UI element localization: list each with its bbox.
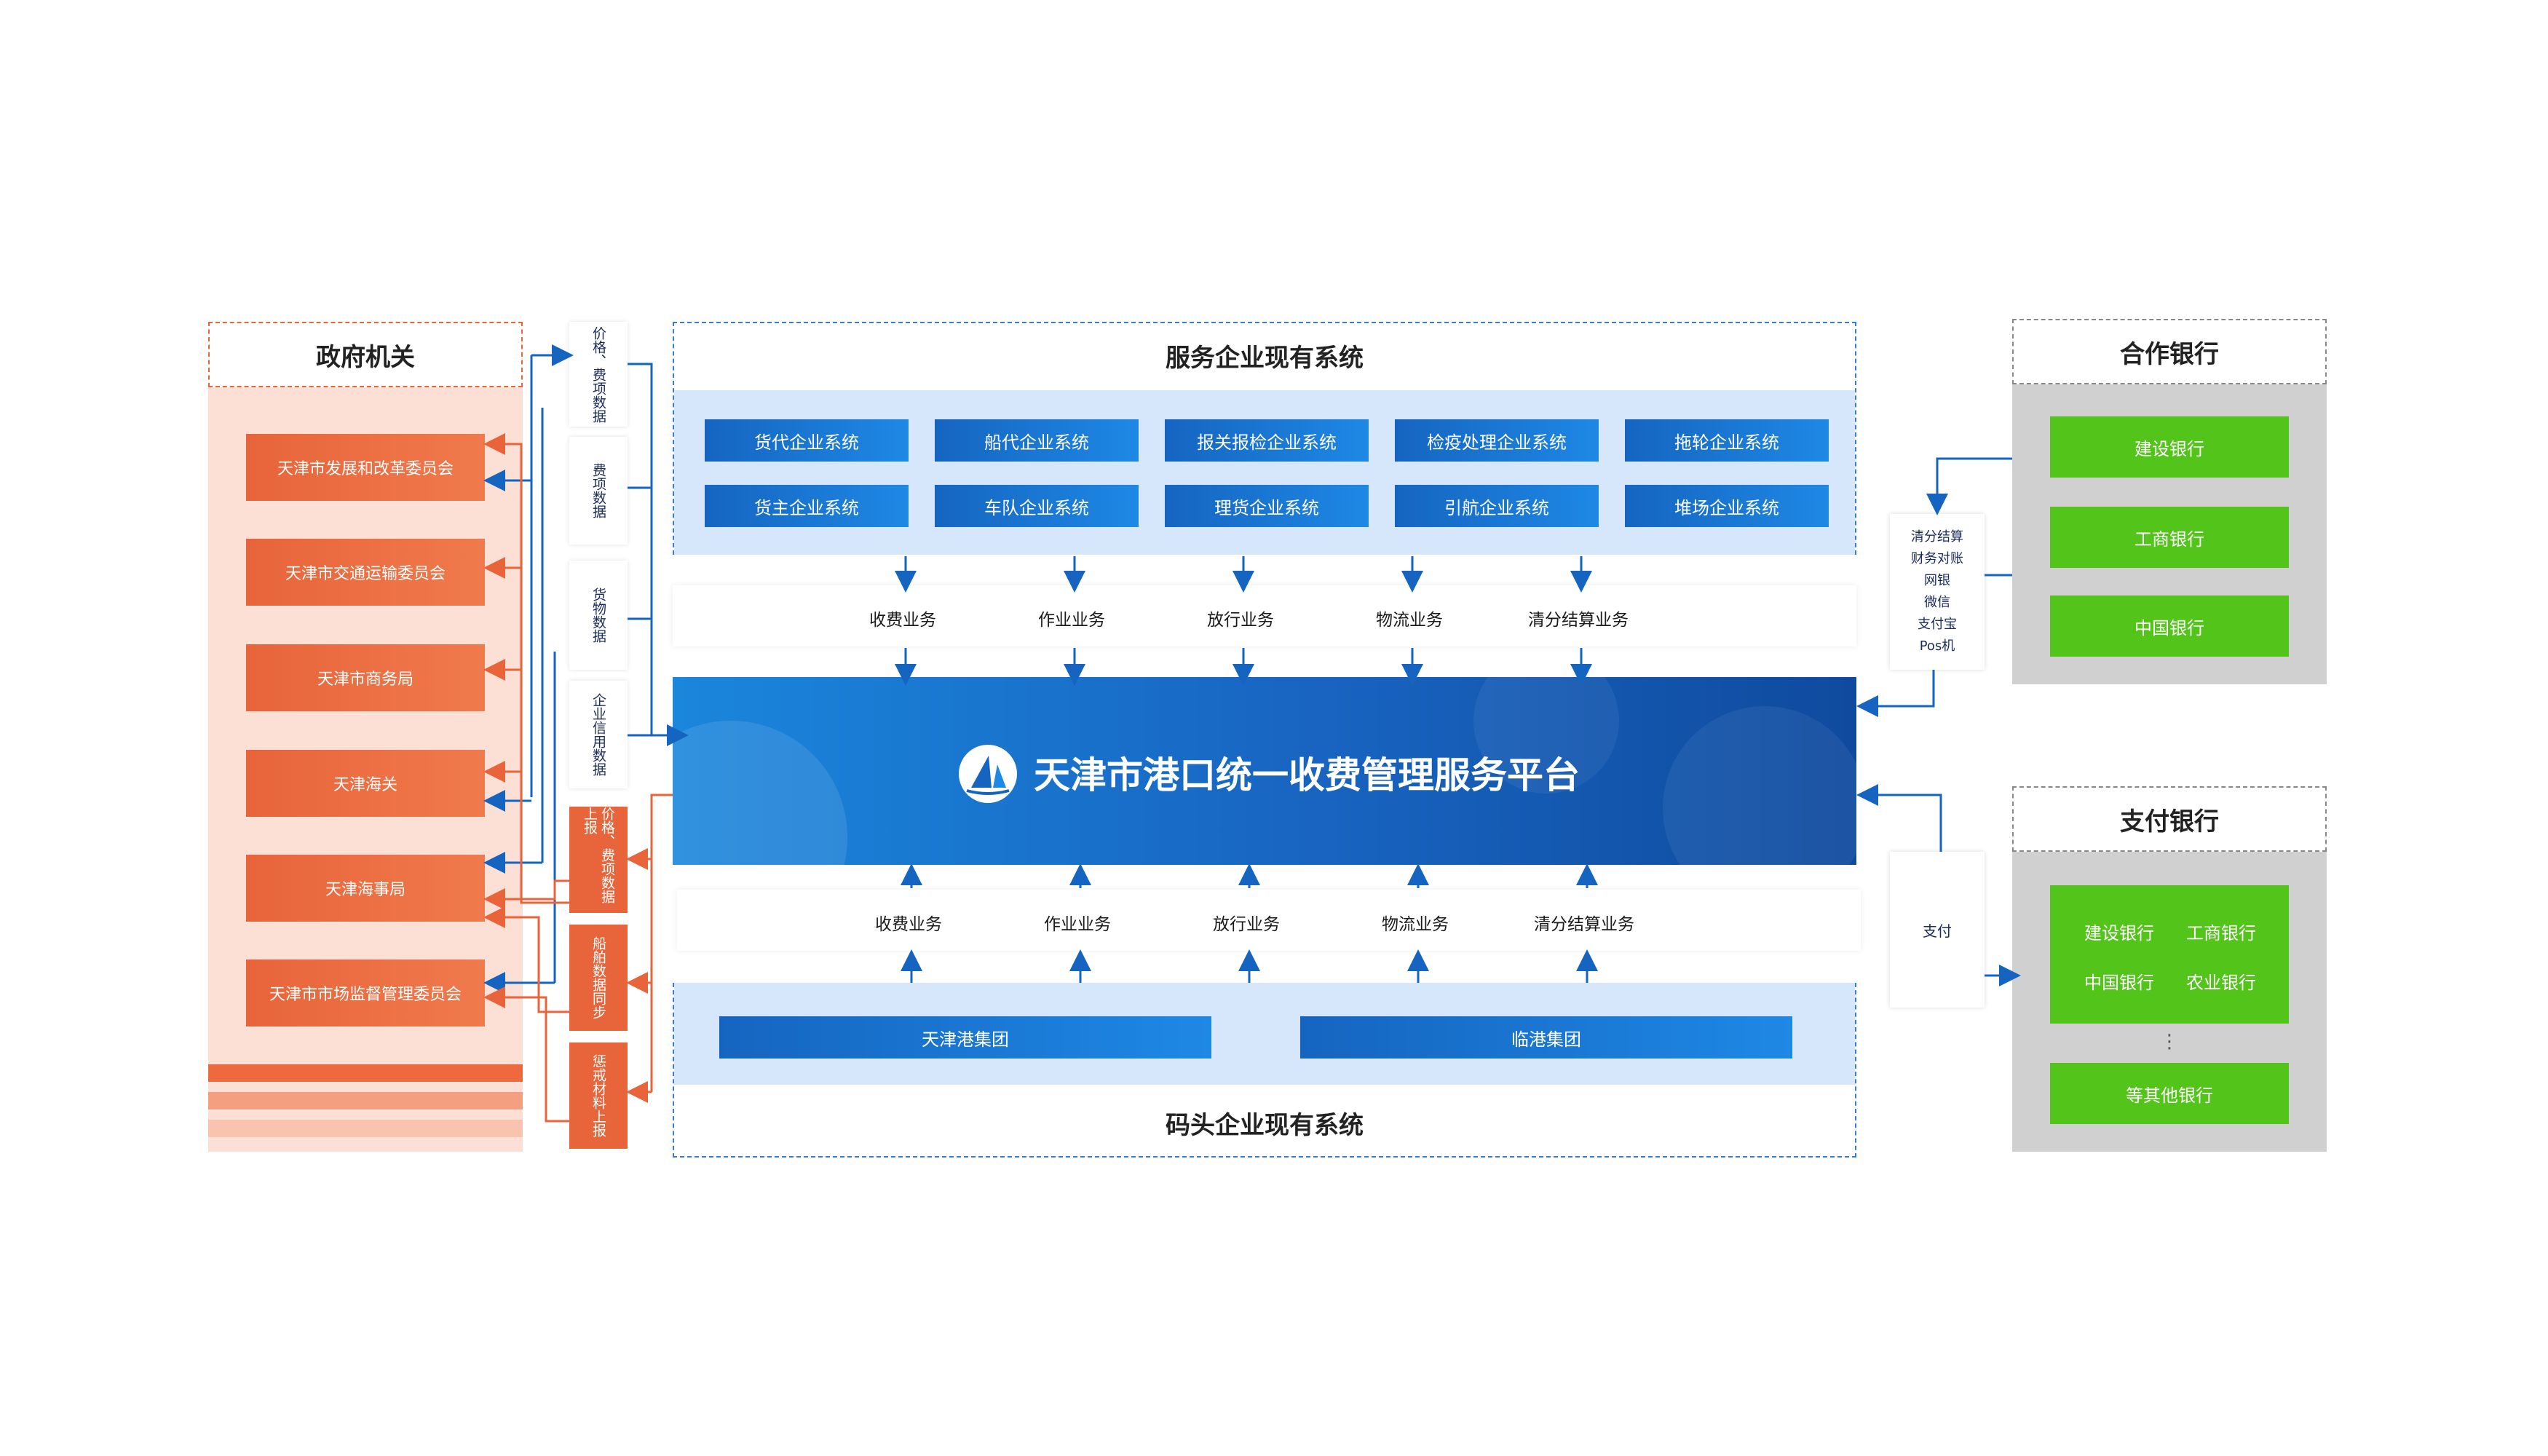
channel-ebank: 网银 [1924,573,1950,588]
sys-baoguan[interactable]: 报关报检企业系统 [1165,419,1369,462]
label-penalty-report: 惩戒材料上报 [569,1042,628,1149]
service-biz-release: 放行业务 [1207,611,1274,630]
service-business-row [673,585,1856,646]
terminal-biz-settlement: 清分结算业务 [1534,915,1634,934]
group-tianjin-port[interactable]: 天津港集团 [719,1016,1211,1059]
service-biz-settlement: 清分结算业务 [1528,611,1629,630]
coop-bank-title: 合作银行 [2012,319,2327,384]
gov-item-haiguan[interactable]: 天津海关 [246,750,485,817]
channel-reconcile: 财务对账 [1911,551,1963,566]
service-systems-panel [674,390,1855,555]
terminal-biz-release: 放行业务 [1213,915,1280,934]
gov-stripe-1 [208,1064,523,1082]
gov-stripe-2 [208,1092,523,1109]
channel-alipay: 支付宝 [1918,617,1957,632]
terminal-biz-logistics: 物流业务 [1382,915,1449,934]
sys-chuandai[interactable]: 船代企业系统 [935,419,1139,462]
pay-bank-boc[interactable]: 中国银行 [2084,973,2154,993]
sys-huozhu[interactable]: 货主企业系统 [705,485,909,527]
sys-tuolun[interactable]: 拖轮企业系统 [1625,419,1829,462]
settlement-channels-box: 清分结算 财务对账 网银 微信 支付宝 Pos机 [1890,514,1985,670]
pay-label: 支付 [1923,922,1952,940]
pay-bank-group [2050,885,2289,1024]
channel-wechat: 微信 [1924,595,1950,610]
label-price-report: 价格、费项数据上报 [569,807,628,913]
gov-item-fagaiwei[interactable]: 天津市发展和改革委员会 [246,434,485,501]
service-frame [673,322,1856,555]
sys-chedui[interactable]: 车队企业系统 [935,485,1139,527]
service-title: 服务企业现有系统 [1166,343,1364,373]
label-price-fee-data: 价格、费项数据 [569,322,628,427]
channel-settlement: 清分结算 [1911,529,1963,545]
label-ship-sync: 船舶数据同步 [569,925,628,1031]
terminal-title: 码头企业现有系统 [1166,1110,1364,1140]
terminal-business-row [677,890,1861,951]
channel-pos: Pos机 [1919,638,1955,654]
gov-item-shangwu[interactable]: 天津市商务局 [246,644,485,711]
service-biz-charge: 收费业务 [869,611,936,630]
gov-item-shichang[interactable]: 天津市市场监督管理委员会 [246,960,485,1026]
platform-panel[interactable] [673,677,1856,865]
terminal-biz-operation: 作业业务 [1044,915,1111,934]
gov-stripe-3 [208,1120,523,1137]
pay-label-box: 支付 [1890,852,1985,1008]
pay-bank-other[interactable]: 等其他银行 [2050,1063,2289,1124]
terminal-frame [673,983,1856,1158]
gov-item-haishi[interactable]: 天津海事局 [246,855,485,922]
group-lingang[interactable]: 临港集团 [1300,1016,1792,1059]
gov-title: 政府机关 [208,322,523,387]
coop-bank-icbc[interactable]: 工商银行 [2050,507,2289,568]
platform-logo-icon [959,745,1017,803]
sys-huodai[interactable]: 货代企业系统 [705,419,909,462]
pay-bank-abc[interactable]: 农业银行 [2186,973,2256,993]
pay-bank-ellipsis: ⋮ [2160,1031,2179,1053]
label-fee-data: 费项数据 [569,437,628,545]
pay-bank-icbc[interactable]: 工商银行 [2186,923,2256,943]
service-biz-logistics: 物流业务 [1376,611,1443,630]
sys-duichang[interactable]: 堆场企业系统 [1625,485,1829,527]
service-biz-operation: 作业业务 [1038,611,1105,630]
coop-bank-ccb[interactable]: 建设银行 [2050,416,2289,478]
sys-yinhang[interactable]: 引航企业系统 [1395,485,1599,527]
sys-jianyi[interactable]: 检疫处理企业系统 [1395,419,1599,462]
label-cargo-data: 货物数据 [569,561,628,670]
platform-title: 天津市港口统一收费管理服务平台 [1034,754,1580,796]
sys-lihuo[interactable]: 理货企业系统 [1165,485,1369,527]
coop-bank-boc[interactable]: 中国银行 [2050,596,2289,657]
label-credit-data: 企业信用数据 [569,681,628,788]
pay-bank-ccb[interactable]: 建设银行 [2084,923,2154,943]
terminal-biz-charge: 收费业务 [875,915,942,934]
pay-bank-title: 支付银行 [2012,786,2327,852]
gov-item-jiaotong[interactable]: 天津市交通运输委员会 [246,539,485,606]
